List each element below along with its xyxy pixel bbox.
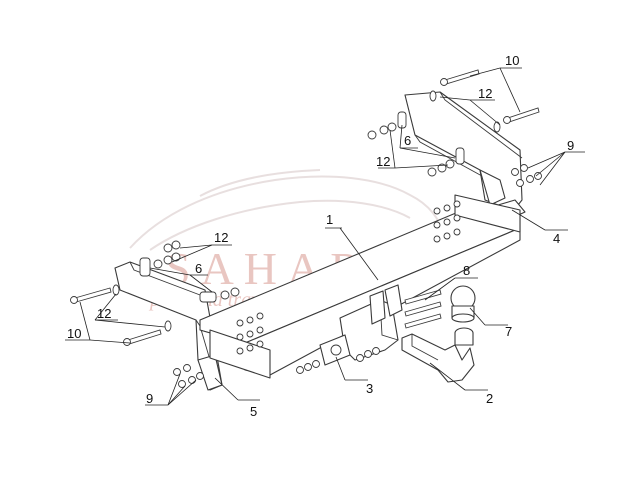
callout-9-left: 9: [146, 391, 153, 406]
callout-1: 1: [326, 212, 333, 227]
bolt-set-ball: [404, 289, 442, 329]
callout-6-right: 6: [404, 133, 411, 148]
bracket-hole-pattern: [236, 200, 461, 355]
spacer-set-left: [139, 240, 240, 303]
bolt-set-left: [70, 284, 172, 346]
tow-ball-neck: [401, 327, 475, 383]
callout-10-top: 10: [505, 53, 519, 68]
nut-set-left: [173, 364, 204, 388]
bolt-set-top-right: [429, 69, 540, 133]
callout-5: 5: [250, 404, 257, 419]
nut-set-right: [511, 164, 542, 187]
callout-3: 3: [366, 381, 373, 396]
callout-12-left-top: 12: [214, 230, 228, 245]
tow-ball: [450, 285, 476, 323]
callout-6-left: 6: [195, 261, 202, 276]
callout-4: 4: [553, 231, 560, 246]
callout-labels: 1 2 3 4 5 6 6 7 8 9 9 10 10 12 12 12 12: [67, 53, 574, 419]
callout-2: 2: [486, 391, 493, 406]
callout-12-right: 12: [376, 154, 390, 169]
callout-8: 8: [463, 263, 470, 278]
mounting-plate: [319, 334, 351, 366]
center-nut-set: [296, 347, 380, 374]
callout-7: 7: [505, 324, 512, 339]
callout-12-top: 12: [478, 86, 492, 101]
callout-leaders: [65, 67, 585, 406]
callout-12-left: 12: [97, 306, 111, 321]
callout-9-right: 9: [567, 138, 574, 153]
callout-10-left: 10: [67, 326, 81, 341]
